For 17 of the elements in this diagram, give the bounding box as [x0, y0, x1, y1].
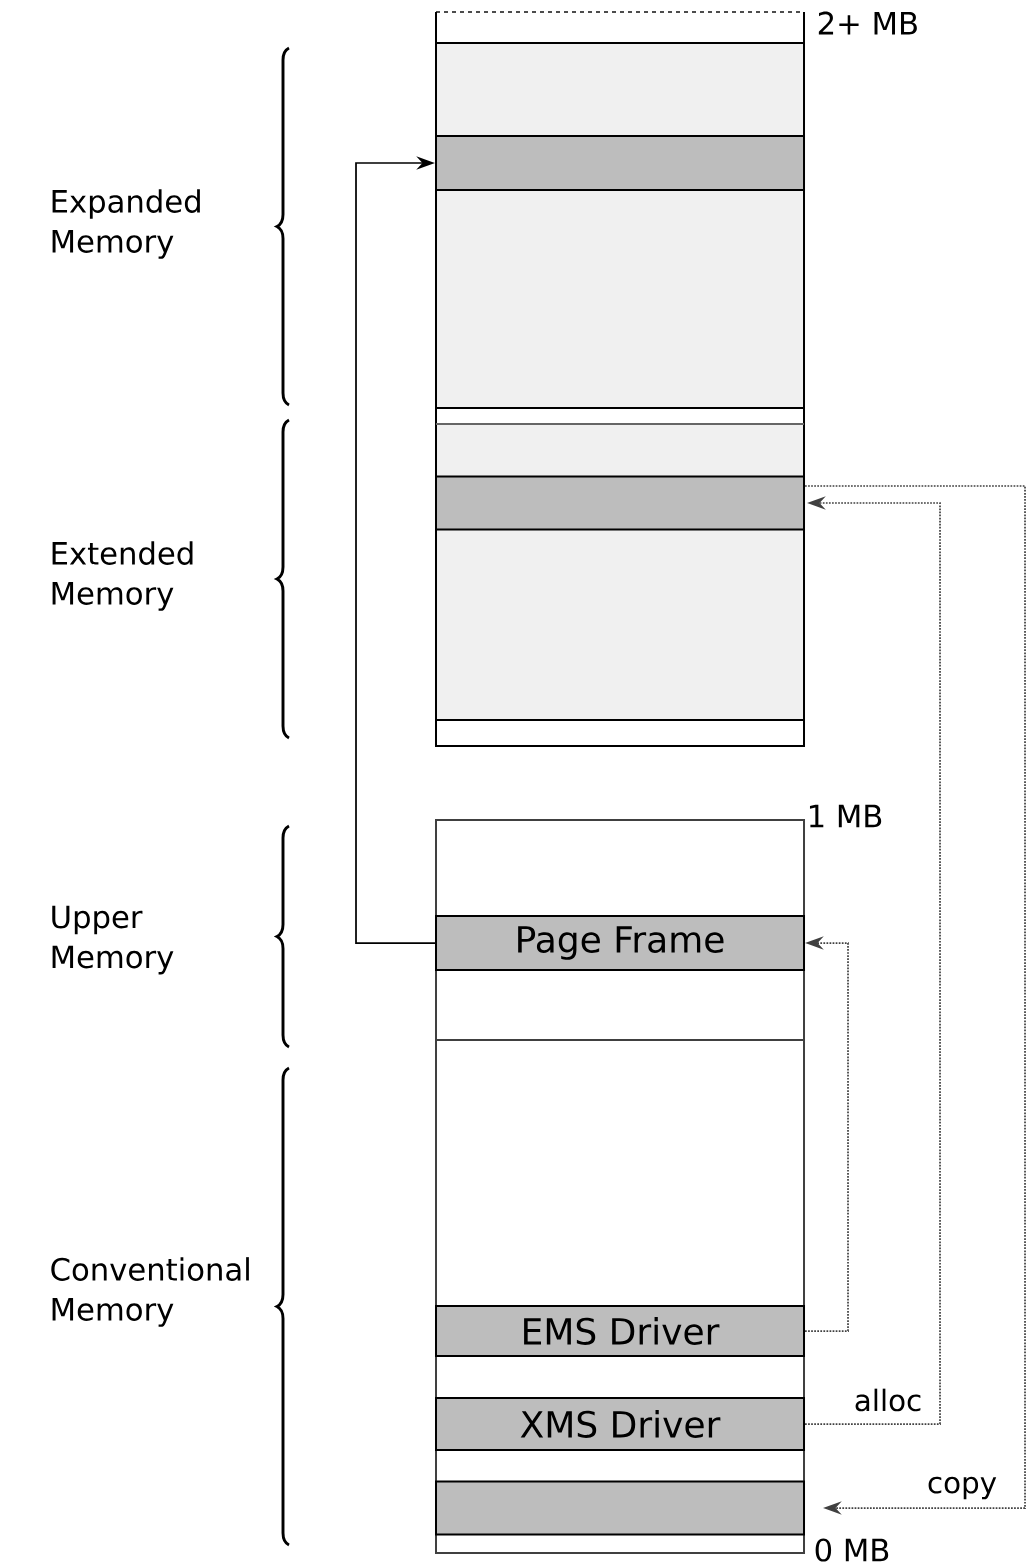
edge-label: alloc	[852, 1387, 924, 1413]
address-label: 0 MB	[815, 1538, 889, 1562]
edge-label: copy	[925, 1475, 999, 1501]
region-label: Conventional Memory	[51, 1257, 249, 1327]
arrow	[355, 156, 436, 944]
memory-block: EMS Driver	[435, 1305, 805, 1357]
region-label: Upper Memory	[52, 905, 174, 975]
memory-block	[435, 135, 805, 191]
region-label: Extended Memory	[52, 541, 193, 611]
memory-block	[435, 1480, 805, 1536]
address-label: 2+ MB	[818, 11, 917, 35]
region-label: Expanded Memory	[52, 189, 200, 259]
address-label: 1 MB	[810, 804, 882, 828]
memory-block: XMS Driver	[435, 1397, 805, 1451]
memory-block: Page Frame	[435, 915, 805, 971]
arrow	[804, 485, 1026, 1515]
memory-block	[435, 475, 805, 531]
